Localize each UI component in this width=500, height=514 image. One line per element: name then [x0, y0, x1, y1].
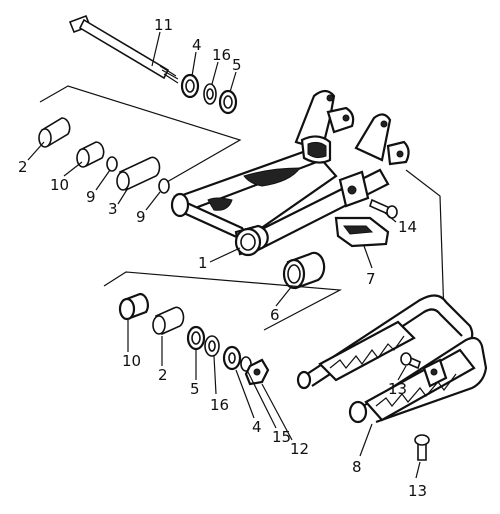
callout-15: 15 [272, 428, 291, 446]
callout-8: 8 [352, 458, 362, 476]
callout-1: 1 [198, 254, 208, 272]
upper-bracket-line [39, 85, 242, 187]
callout-4-top: 4 [192, 36, 202, 54]
leader-2a [27, 141, 45, 161]
leader-13b [415, 461, 421, 479]
callout-12: 12 [290, 440, 309, 458]
lower-washers [186, 325, 270, 386]
leader-8 [359, 423, 373, 457]
lower-bracket-line [103, 271, 343, 331]
collar-and-seals [106, 156, 170, 194]
callout-16-top: 16 [212, 46, 231, 64]
callout-14: 14 [398, 218, 417, 236]
callout-4-bottom: 4 [252, 418, 262, 436]
callout-2-top: 2 [18, 158, 28, 176]
leader-16a [211, 61, 219, 85]
callout-11: 11 [154, 16, 173, 34]
chain-slider [334, 216, 390, 248]
callout-9-left: 9 [86, 188, 96, 206]
footrest-assembly [296, 294, 488, 424]
leader-13a [397, 365, 407, 381]
pivot-bolt [68, 14, 179, 84]
callout-6: 6 [270, 306, 280, 324]
callout-7: 7 [366, 270, 376, 288]
upper-left-bushings [38, 117, 105, 168]
callout-5-top: 5 [232, 56, 242, 74]
leader-16b [213, 355, 217, 395]
leader-7 [363, 245, 373, 269]
leader-3a [117, 187, 129, 205]
callout-10-bottom: 10 [122, 352, 141, 370]
footrest-bolt-lower [414, 434, 430, 461]
leader-6 [275, 285, 293, 307]
pivot-bushing-6 [282, 251, 326, 290]
callout-13-upper: 13 [388, 380, 407, 398]
callout-13-lower: 13 [408, 482, 427, 500]
callout-16-bottom: 16 [210, 396, 229, 414]
leader-12 [261, 383, 293, 441]
leader-11 [151, 31, 161, 67]
callout-2-bottom: 2 [158, 366, 168, 384]
leader-1 [209, 247, 241, 263]
leader-4b [235, 369, 255, 419]
callout-10-top: 10 [50, 176, 69, 194]
top-washers [180, 73, 238, 115]
callout-9-right: 9 [136, 208, 146, 226]
leader-9a [95, 169, 111, 191]
leader-14 [383, 211, 397, 223]
bracket-bolt [369, 198, 398, 219]
footrest-bolt-upper [400, 352, 421, 370]
lower-left-bushings [118, 292, 185, 336]
leader-4a [191, 51, 197, 77]
leader-15 [247, 371, 277, 429]
leader-9b [145, 191, 161, 211]
swingarm-body [170, 89, 410, 257]
leader-5a [229, 71, 237, 93]
callout-5-bottom: 5 [190, 380, 200, 398]
callout-3: 3 [108, 200, 118, 218]
leader-10a [63, 161, 83, 177]
